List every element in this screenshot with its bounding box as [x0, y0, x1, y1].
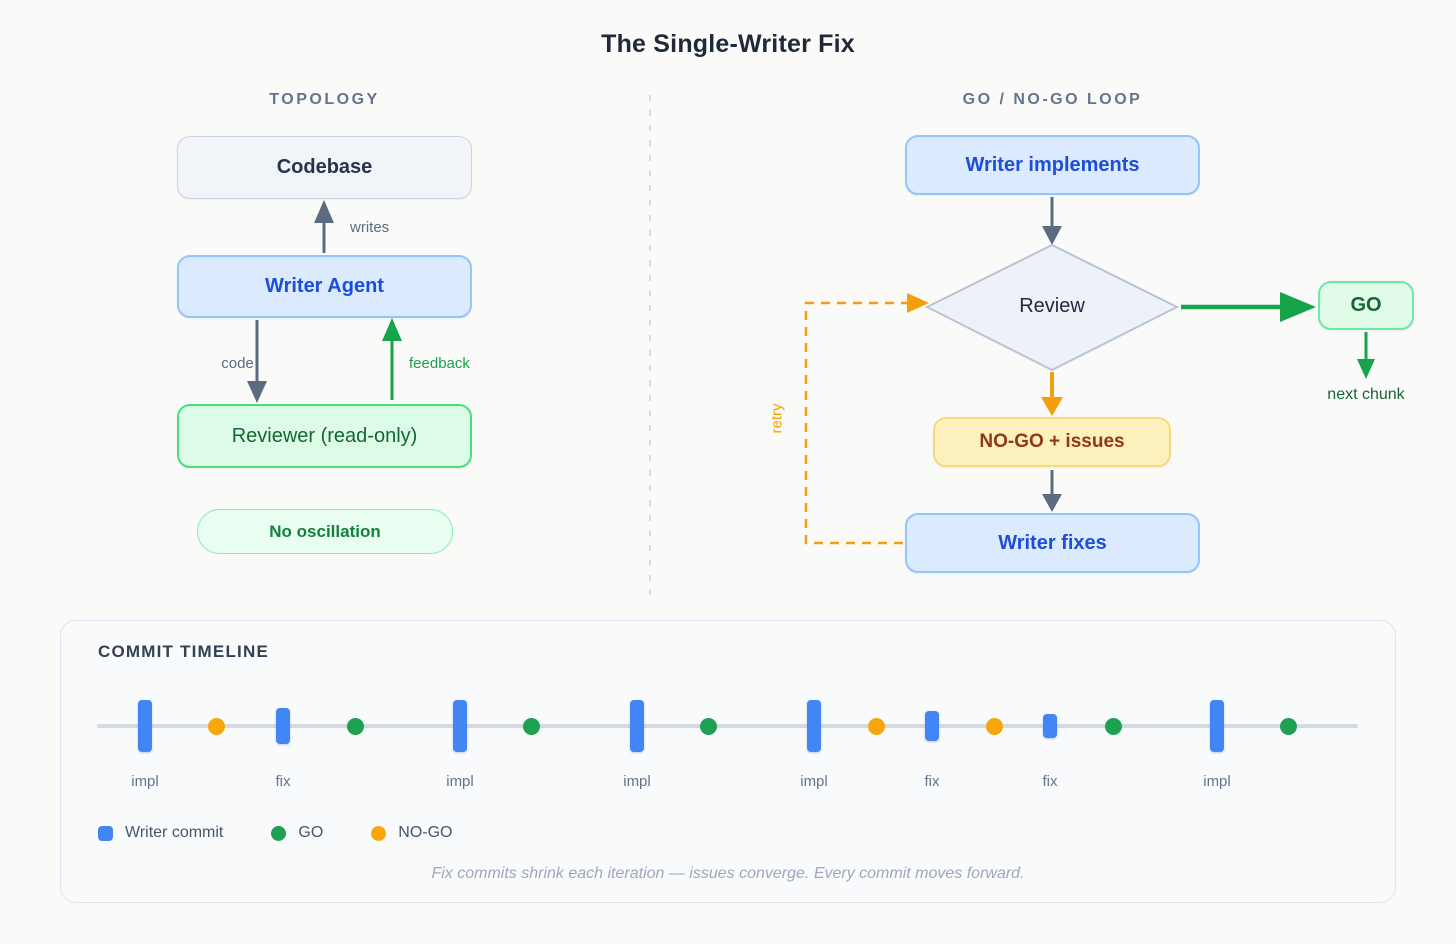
- loop-heading: GO / NO-GO LOOP: [962, 91, 1143, 108]
- nogo-dot-icon: [371, 825, 387, 841]
- feedback-arrow: [382, 318, 402, 400]
- feedback-edge-label: feedback: [409, 355, 470, 372]
- timeline-axis: [97, 724, 1358, 728]
- go-label: GO: [1350, 294, 1382, 316]
- retry-loop-arrow: [804, 293, 929, 545]
- codebase-node: Codebase: [177, 136, 472, 199]
- nogo-issues-node: NO-GO + issues: [933, 417, 1171, 467]
- writer-commit-swatch-icon: [98, 825, 113, 841]
- reviewer-node: Reviewer (read-only): [177, 404, 472, 468]
- go-node: GO: [1318, 281, 1414, 330]
- writer-agent-node: Writer Agent: [177, 255, 472, 318]
- review-to-nogo-arrow: [1041, 372, 1063, 416]
- implements-to-review-arrow: [1042, 197, 1062, 245]
- writer-fixes-label: Writer fixes: [998, 531, 1107, 554]
- legend-label: Writer commit: [125, 824, 224, 841]
- retry-label: retry: [768, 403, 786, 434]
- go-dot-icon: [271, 825, 287, 841]
- writer-fixes-node: Writer fixes: [905, 513, 1200, 573]
- legend-label: NO-GO: [398, 824, 453, 841]
- legend-item-writer-commit: Writer commit: [98, 824, 223, 842]
- topology-heading: TOPOLOGY: [269, 91, 380, 108]
- code-edge-label: code: [221, 355, 254, 372]
- timeline-caption: Fix commits shrink each iteration — issu…: [431, 865, 1025, 882]
- legend-label: GO: [298, 824, 324, 841]
- no-oscillation-badge: No oscillation: [197, 509, 453, 554]
- reviewer-label: Reviewer (read-only): [231, 424, 418, 447]
- writer-agent-label: Writer Agent: [265, 275, 384, 297]
- page-title: The Single-Writer Fix: [601, 30, 855, 58]
- nogo-issues-label: NO-GO + issues: [979, 431, 1125, 452]
- legend-item-nogo: NO-GO: [371, 824, 452, 842]
- writer-implements-label: Writer implements: [965, 153, 1140, 176]
- writes-edge-label: writes: [350, 219, 390, 236]
- no-oscillation-label: No oscillation: [269, 521, 381, 541]
- review-label: Review: [1019, 295, 1085, 317]
- timeline-legend: Writer commit GO NO-GO: [98, 824, 452, 842]
- writes-arrow: [314, 200, 334, 253]
- commit-timeline-card: [60, 620, 1396, 903]
- go-to-next-arrow: [1357, 332, 1375, 379]
- legend-item-go: GO: [271, 824, 323, 842]
- writer-implements-node: Writer implements: [905, 135, 1200, 195]
- commit-timeline-heading: COMMIT TIMELINE: [98, 642, 269, 661]
- next-chunk-label: next chunk: [1327, 386, 1405, 403]
- review-to-go-arrow: [1181, 292, 1316, 322]
- codebase-label: Codebase: [276, 156, 373, 178]
- nogo-to-fixes-arrow: [1042, 470, 1062, 512]
